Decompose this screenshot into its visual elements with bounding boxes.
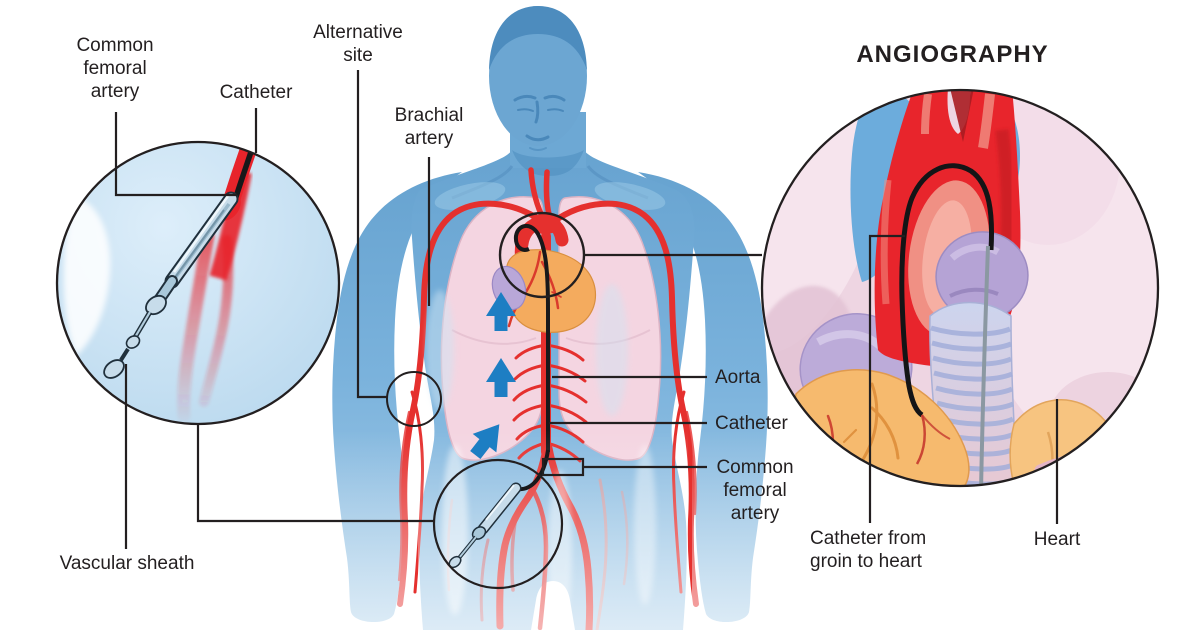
left-inset-femoral-detail xyxy=(55,140,341,426)
leader-alternative-site xyxy=(356,70,388,399)
flow-arrows xyxy=(470,292,516,459)
leader-common-femoral-left xyxy=(114,112,237,197)
leader-catheter-groin-heart xyxy=(868,234,905,523)
label-heart: Heart xyxy=(1033,529,1081,550)
leader-lines xyxy=(114,70,1059,590)
label-catheter-groin-to-heart: Catheter from groin to heart xyxy=(810,528,927,572)
elbow-focus-circle xyxy=(386,371,442,427)
label-common-femoral-artery-right: Common femoral artery xyxy=(716,457,794,524)
label-catheter-left: Catheter xyxy=(219,82,293,103)
leader-inset-to-groin xyxy=(196,425,435,523)
chest-focus-circle xyxy=(498,211,586,299)
label-brachial-artery: Brachial artery xyxy=(394,105,464,149)
label-alternative-site: Alternative site xyxy=(313,22,403,66)
catheter-chest xyxy=(513,224,550,452)
up-arrow-icon xyxy=(486,358,516,397)
groin-focus-circle xyxy=(432,458,564,590)
carotid-right xyxy=(543,169,552,217)
face-features xyxy=(513,94,566,151)
label-vascular-sheath: Vascular sheath xyxy=(59,553,195,574)
vascular-sheath-device xyxy=(103,191,239,379)
subclavian-right-arm-artery xyxy=(550,200,699,607)
label-common-femoral-artery-left: Common femoral artery xyxy=(76,35,154,102)
hair xyxy=(489,6,587,70)
guidewire xyxy=(979,245,990,486)
label-aorta: Aorta xyxy=(715,367,761,388)
figure-title: ANGIOGRAPHY xyxy=(856,41,1049,68)
label-catheter-right: Catheter xyxy=(715,413,788,434)
diagonal-arrow-icon xyxy=(470,424,500,459)
catheter-to-groin xyxy=(515,449,550,492)
up-arrow-icon xyxy=(486,292,516,331)
groin-insertion-site xyxy=(448,449,550,569)
lower-body-light-wash xyxy=(330,284,772,630)
bone-highlight xyxy=(63,196,111,356)
carotid-left xyxy=(528,167,544,217)
heart-center xyxy=(491,215,597,452)
catheter-loop xyxy=(899,163,995,418)
